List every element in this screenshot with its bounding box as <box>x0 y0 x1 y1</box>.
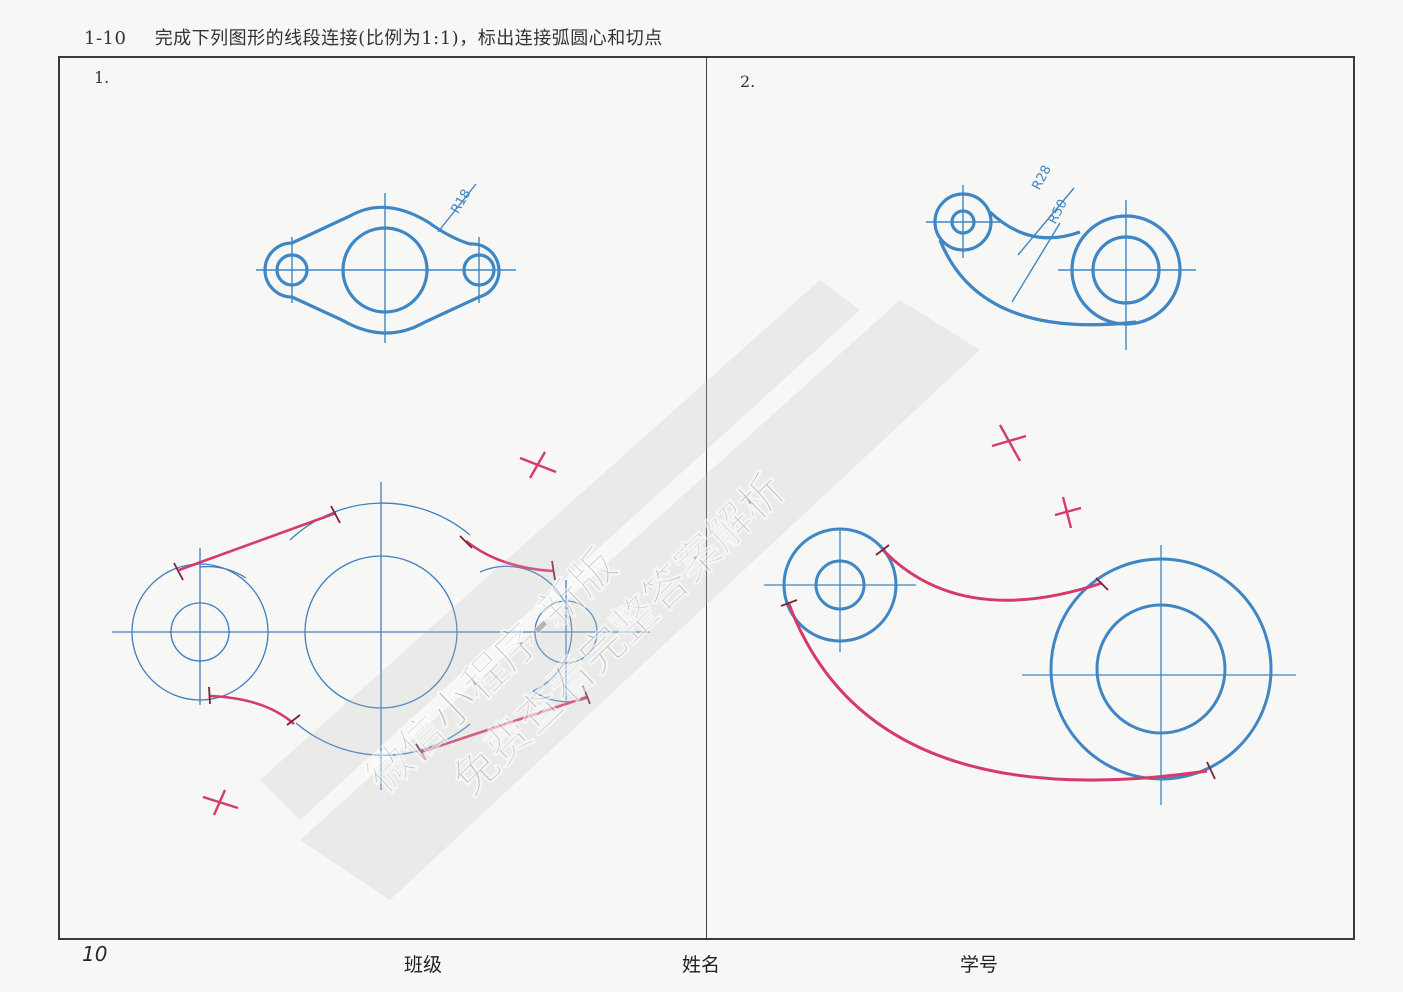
answer-1-tangent-marks <box>173 505 591 761</box>
reference-2-lower-arc <box>938 239 1137 327</box>
answer-1-connections <box>178 511 588 754</box>
reference-outline <box>263 205 501 335</box>
panel-2-answer-figure <box>764 424 1296 805</box>
answer-2-center-marks <box>991 424 1082 529</box>
answer-2-centerlines <box>764 528 1296 805</box>
r28-leader <box>1017 187 1075 256</box>
student-id-label: 学号 <box>960 954 999 976</box>
reference-2-upper-arc <box>988 210 1081 240</box>
reference-center-circle <box>341 226 429 314</box>
panel-1-reference-figure <box>256 183 516 343</box>
r28-dimension: R28 <box>1030 163 1055 193</box>
panel-1-label: 1. <box>94 68 110 87</box>
reference-right-hole <box>462 253 496 287</box>
panel-divider <box>706 58 707 938</box>
panel-1-answer-figure <box>112 451 650 816</box>
answer-2-tangent-marks <box>780 544 1216 780</box>
watermark: 微信小程序-新版 免费查看完整答案解析 <box>260 280 980 900</box>
reference-2-large-hole <box>1091 235 1161 305</box>
panel-2-label: 2. <box>740 72 756 91</box>
panel-2-reference-figure <box>926 185 1196 350</box>
answer-1-center-marks <box>202 451 557 816</box>
answer-2-circles <box>782 527 1273 781</box>
r18-leader <box>437 183 477 233</box>
reference-centerlines <box>256 193 516 343</box>
answer-2-connections <box>787 547 1208 782</box>
exercise-title: 完成下列图形的线段连接(比例为1:1)，标出连接弧圆心和切点 <box>154 28 663 49</box>
class-label: 班级 <box>404 954 443 976</box>
answer-1-construction <box>112 482 650 790</box>
exercise-header: 1-10 完成下列图形的线段连接(比例为1:1)，标出连接弧圆心和切点 <box>84 24 663 50</box>
exercise-number: 1-10 <box>84 28 127 49</box>
reference-2-small-hole <box>950 209 976 235</box>
r50-dimension: R50 <box>1046 197 1071 227</box>
reference-2-small-outer <box>933 192 993 252</box>
drawing-frame <box>58 56 1355 940</box>
r50-leader <box>1011 222 1061 303</box>
reference-left-hole <box>275 253 309 287</box>
name-label: 姓名 <box>682 954 721 976</box>
page-number: 10 <box>82 942 108 966</box>
